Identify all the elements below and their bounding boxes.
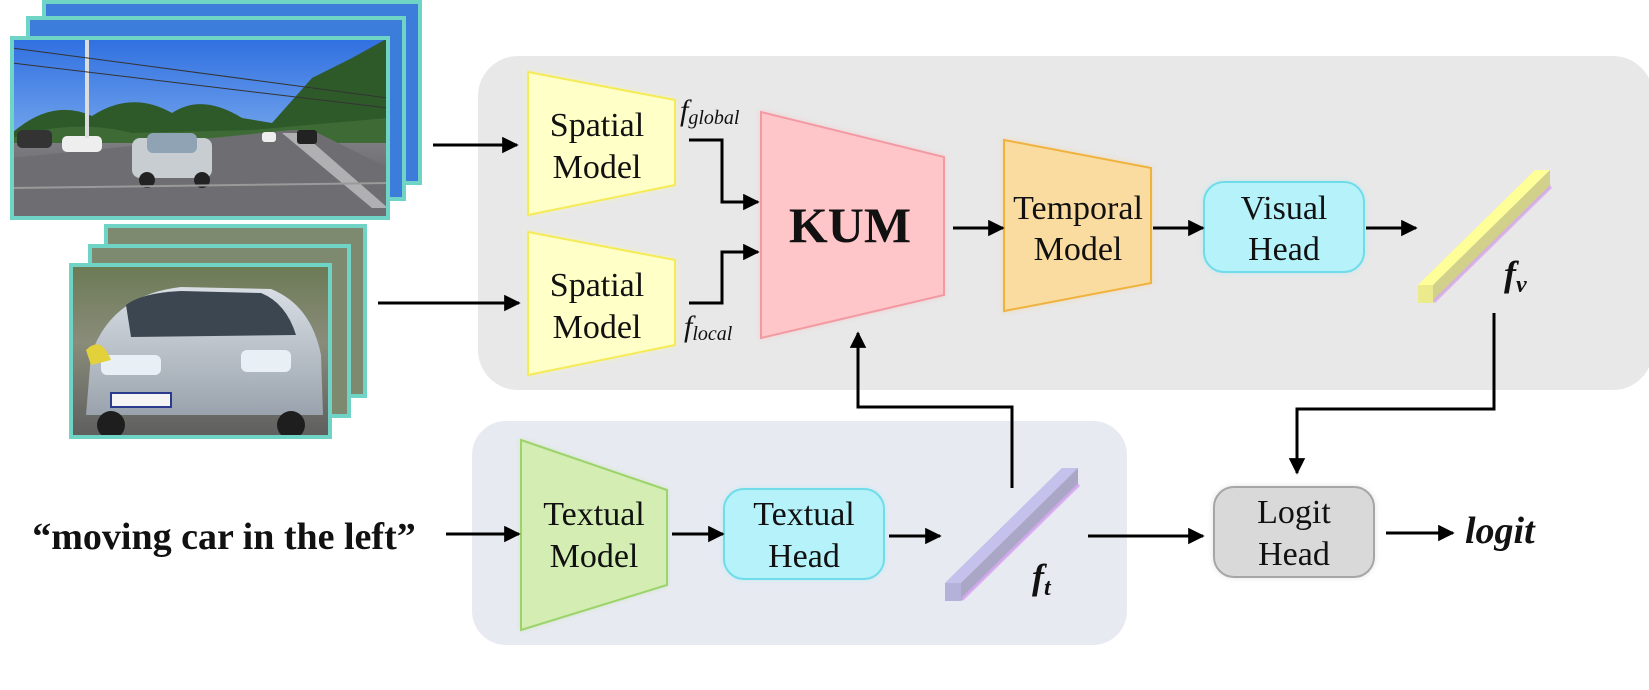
spatial-model-local-label-2: Model [553, 309, 642, 346]
logit-head-label-1: Logit [1257, 494, 1331, 531]
flow-arrows [378, 136, 1496, 545]
visual-head-label-1: Visual [1241, 190, 1328, 227]
spatial-model-local-label-1: Spatial [550, 267, 644, 304]
textual-head-label-1: Textual [753, 496, 854, 533]
textual-feature-bar [945, 468, 1080, 601]
query-text: “moving car in the left” [32, 516, 415, 558]
logit-output-label: logit [1465, 510, 1536, 552]
textual-model: Textual Model [520, 438, 668, 632]
visual-head-label-2: Head [1248, 231, 1320, 268]
textual-model-label-2: Model [550, 538, 639, 575]
textual-head: Textual Head [723, 488, 885, 580]
object-frame-front [69, 263, 332, 439]
visual-feature-bar [1418, 170, 1552, 303]
spatial-model-local: Spatial Model [527, 230, 676, 377]
visual-head: Visual Head [1203, 181, 1365, 273]
f-v-label: fv [1504, 254, 1527, 298]
local-frame-stack [69, 224, 367, 439]
kum-module: KUM [760, 110, 945, 340]
logit-head-label-2: Head [1258, 536, 1330, 573]
spatial-model-global-label-1: Spatial [550, 107, 644, 144]
textual-model-label-1: Textual [543, 496, 644, 533]
temporal-model-label-1: Temporal [1013, 190, 1143, 227]
f-t-label: ft [1032, 557, 1052, 601]
scene-frame-front [10, 36, 390, 220]
kum-label: KUM [789, 197, 911, 253]
temporal-model: Temporal Model [1003, 138, 1152, 313]
temporal-model-label-2: Model [1034, 231, 1123, 268]
textual-head-label-2: Head [768, 538, 840, 575]
spatial-model-global: Spatial Model [527, 70, 676, 217]
spatial-model-global-label-2: Model [553, 149, 642, 186]
global-frame-stack [10, 0, 422, 220]
logit-head: Logit Head [1213, 486, 1375, 578]
